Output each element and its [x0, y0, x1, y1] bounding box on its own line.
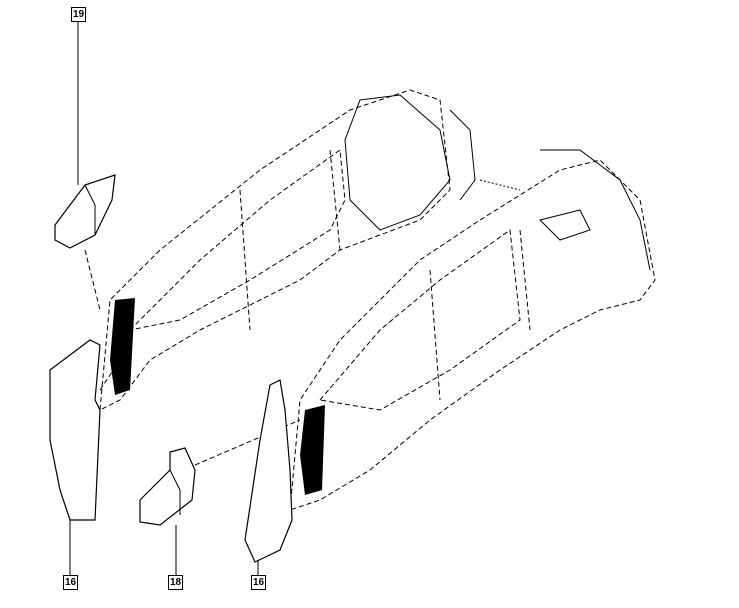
callout-18: 18	[168, 575, 183, 590]
callout-16-right: 16	[251, 575, 266, 590]
part-16-right-panel	[244, 379, 293, 563]
insulation-front	[110, 298, 135, 395]
body-side-rear	[289, 149, 656, 511]
part-16-left-panel	[49, 339, 121, 521]
insulation-rear	[300, 405, 325, 495]
part-19-foam-block	[54, 174, 116, 311]
callout-19: 19	[71, 7, 86, 22]
part-18-foam-block	[139, 419, 301, 526]
body-side-front	[99, 89, 521, 411]
callout-16-left: 16	[63, 575, 78, 590]
